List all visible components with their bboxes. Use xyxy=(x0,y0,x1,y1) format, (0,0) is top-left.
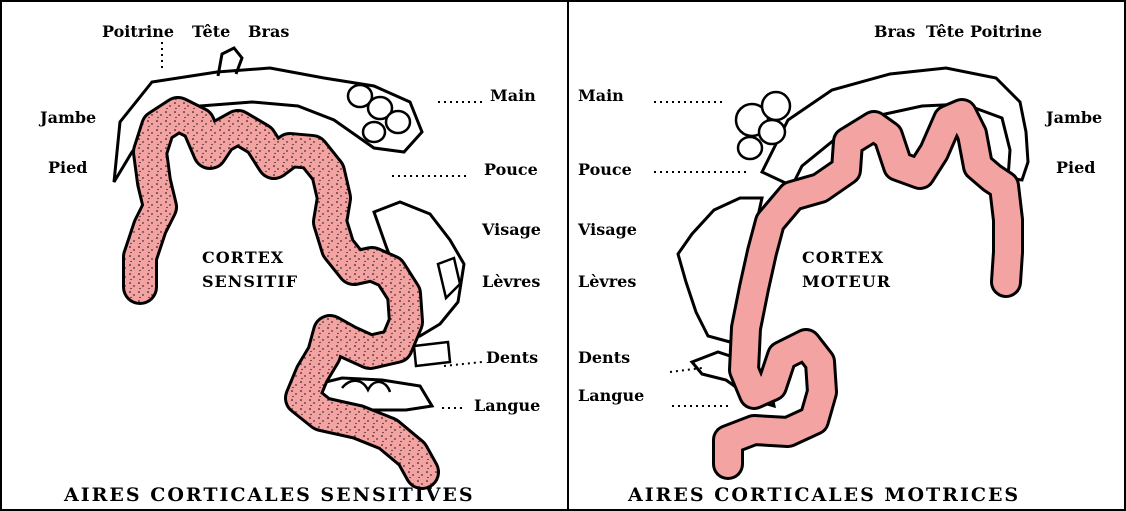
sensory-label-chest: Poitrine xyxy=(102,24,174,40)
sensory-cortex-line2: SENSITIF xyxy=(202,270,298,294)
sensory-label-teeth: Dents xyxy=(486,350,538,366)
motor-cortex-line1: CORTEX xyxy=(802,246,891,270)
motor-label-tongue: Langue xyxy=(578,388,644,404)
motor-label-lips: Lèvres xyxy=(578,274,636,290)
motor-cortex-line2: MOTEUR xyxy=(802,270,891,294)
sensory-cortex-title: CORTEX SENSITIF xyxy=(202,246,298,294)
sensory-label-lips: Lèvres xyxy=(482,274,540,290)
motor-label-leg: Jambe xyxy=(1046,110,1102,126)
sensory-label-head: Tête xyxy=(192,24,230,40)
motor-caption: AIRES CORTICALES MOTRICES xyxy=(628,486,1020,505)
motor-label-chest: Poitrine xyxy=(970,24,1042,40)
sensory-label-face: Visage xyxy=(482,222,541,238)
sensory-label-hand: Main xyxy=(490,88,536,104)
motor-cortex-title: CORTEX MOTEUR xyxy=(802,246,891,294)
sensory-label-thumb: Pouce xyxy=(484,162,538,178)
sensory-caption: AIRES CORTICALES SENSITIVES xyxy=(64,486,475,505)
motor-label-arm: Bras xyxy=(874,24,915,40)
sensory-label-foot: Pied xyxy=(48,160,87,176)
motor-label-head: Tête xyxy=(926,24,964,40)
sensory-homunculus xyxy=(114,42,484,472)
sensory-label-leg: Jambe xyxy=(40,110,96,126)
motor-label-thumb: Pouce xyxy=(578,162,632,178)
motor-label-teeth: Dents xyxy=(578,350,630,366)
sensory-teeth-outline xyxy=(414,342,450,366)
sensory-label-arm: Bras xyxy=(248,24,289,40)
sensory-label-tongue: Langue xyxy=(474,398,540,414)
motor-label-face: Visage xyxy=(578,222,637,238)
motor-label-hand: Main xyxy=(578,88,624,104)
sensory-cortex-line1: CORTEX xyxy=(202,246,298,270)
motor-label-foot: Pied xyxy=(1056,160,1095,176)
